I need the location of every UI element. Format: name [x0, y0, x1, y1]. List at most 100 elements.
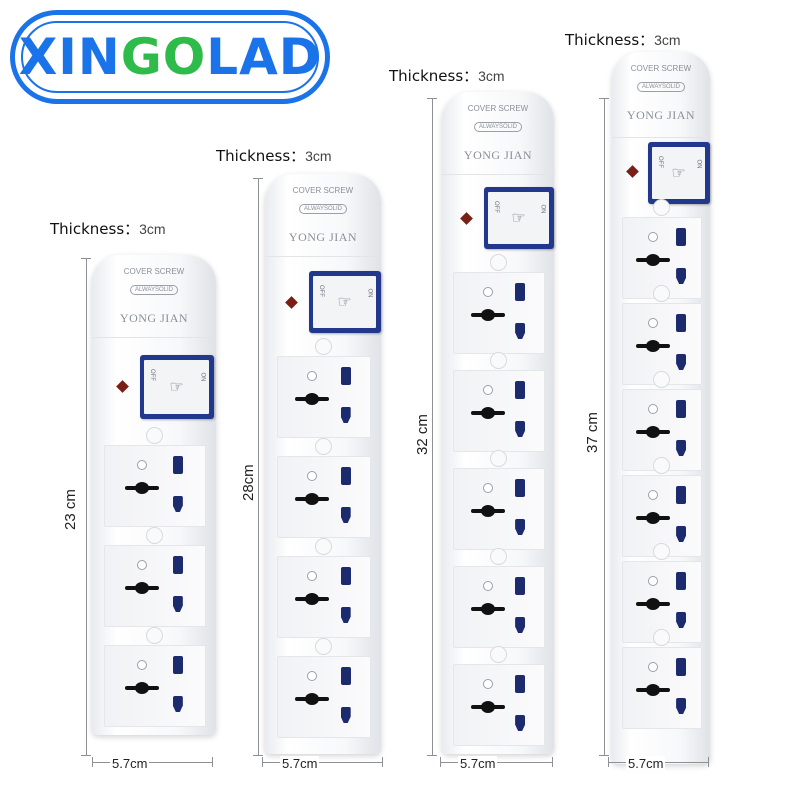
universal-socket[interactable]: [453, 468, 545, 550]
universal-socket[interactable]: [621, 303, 703, 385]
height-dimension-tick: [81, 755, 91, 756]
height-dimension-tick: [253, 178, 263, 179]
height-dimension-line: [432, 98, 433, 755]
flat-pin-slot-icon: [340, 667, 351, 685]
flat-pin-slot-icon: [340, 707, 351, 723]
brand-logo: XINGOLAD: [10, 10, 330, 104]
switch-on-label: ON: [199, 372, 206, 382]
round-pin-hole-icon: [295, 693, 330, 705]
flat-pin-slot-icon: [676, 314, 687, 332]
flat-pin-slot-icon: [515, 519, 526, 535]
universal-socket[interactable]: [104, 645, 206, 727]
universal-socket[interactable]: [453, 566, 545, 648]
round-pin-hole-icon: [125, 482, 160, 494]
round-pin-hole-icon: [636, 254, 671, 266]
universal-socket[interactable]: [453, 664, 545, 746]
width-dimension-line: [262, 762, 382, 763]
flat-pin-slot-icon: [676, 486, 687, 504]
round-pin-hole-icon: [636, 598, 671, 610]
brand-name: YONG JIAN: [288, 230, 358, 244]
width-label: 5.7cm: [280, 756, 320, 771]
screw-cap: [653, 199, 670, 216]
earth-hole-icon: [482, 679, 493, 689]
flat-pin-slot-icon: [340, 507, 351, 523]
flat-pin-slot-icon: [676, 658, 687, 676]
flat-pin-slot-icon: [676, 698, 687, 714]
universal-socket[interactable]: [276, 456, 372, 538]
earth-hole-icon: [137, 660, 148, 670]
flat-pin-slot-icon: [340, 467, 351, 485]
flat-pin-slot-icon: [515, 675, 526, 693]
flat-pin-slot-icon: [676, 440, 687, 456]
thickness-annotation: Thickness：3cm: [389, 65, 505, 86]
flat-pin-slot-icon: [676, 400, 687, 418]
height-label: 32 cm: [414, 411, 431, 458]
round-pin-hole-icon: [636, 340, 671, 352]
universal-socket[interactable]: [621, 647, 703, 729]
round-pin-hole-icon: [295, 593, 330, 605]
flat-pin-slot-icon: [172, 456, 183, 474]
round-pin-hole-icon: [471, 407, 506, 419]
thickness-value: 3cm: [305, 148, 332, 164]
height-label: 23 cm: [62, 486, 79, 533]
earth-hole-icon: [137, 560, 148, 570]
flat-pin-slot-icon: [515, 715, 526, 731]
round-pin-hole-icon: [295, 393, 330, 405]
screw-cap: [490, 548, 507, 565]
width-dimension-line: [92, 762, 212, 763]
thickness-value: 3cm: [139, 221, 166, 237]
flat-pin-slot-icon: [172, 696, 183, 712]
hand-press-icon: ☞: [337, 294, 352, 311]
thickness-value: 3cm: [654, 32, 681, 48]
height-dimension-line: [86, 258, 87, 755]
switch-off-label: OFF: [493, 201, 499, 213]
brand-name: YONG JIAN: [119, 311, 189, 325]
flat-pin-slot-icon: [340, 367, 351, 385]
brand-name: YONG JIAN: [463, 148, 533, 162]
screw-cap: [490, 450, 507, 467]
thickness-label: Thickness：: [565, 31, 655, 49]
flat-pin-slot-icon: [172, 556, 183, 574]
thickness-annotation: Thickness：3cm: [216, 145, 332, 166]
universal-socket[interactable]: [104, 445, 206, 527]
height-label: 28cm: [240, 461, 257, 504]
switch-face: OFF ON ☞: [488, 192, 549, 244]
flat-pin-slot-icon: [515, 577, 526, 595]
screw-cap: [315, 538, 332, 555]
width-dimension-tick: [212, 757, 213, 767]
universal-socket[interactable]: [276, 556, 372, 638]
universal-socket[interactable]: [104, 545, 206, 627]
earth-hole-icon: [137, 460, 148, 470]
height-label: 37 cm: [584, 409, 601, 456]
hand-press-icon: ☞: [511, 210, 526, 227]
earth-hole-icon: [482, 385, 493, 395]
earth-hole-icon: [647, 232, 658, 242]
earth-hole-icon: [482, 581, 493, 591]
width-label: 5.7cm: [110, 756, 150, 771]
flat-pin-slot-icon: [676, 572, 687, 590]
earth-hole-icon: [647, 576, 658, 586]
power-switch[interactable]: OFF ON ☞: [484, 187, 554, 249]
round-pin-hole-icon: [295, 493, 330, 505]
universal-socket[interactable]: [276, 356, 372, 438]
screw-cap: [315, 638, 332, 655]
logo-inner-ring: [21, 21, 319, 93]
universal-socket[interactable]: [276, 656, 372, 738]
switch-on-label: ON: [539, 204, 546, 214]
universal-socket[interactable]: [453, 370, 545, 452]
screw-cap: [653, 285, 670, 302]
earth-hole-icon: [482, 287, 493, 297]
universal-socket[interactable]: [621, 217, 703, 299]
thickness-annotation: Thickness：3cm: [565, 29, 681, 50]
switch-on-label: ON: [695, 159, 702, 169]
flat-pin-slot-icon: [676, 268, 687, 284]
universal-socket[interactable]: [453, 272, 545, 354]
